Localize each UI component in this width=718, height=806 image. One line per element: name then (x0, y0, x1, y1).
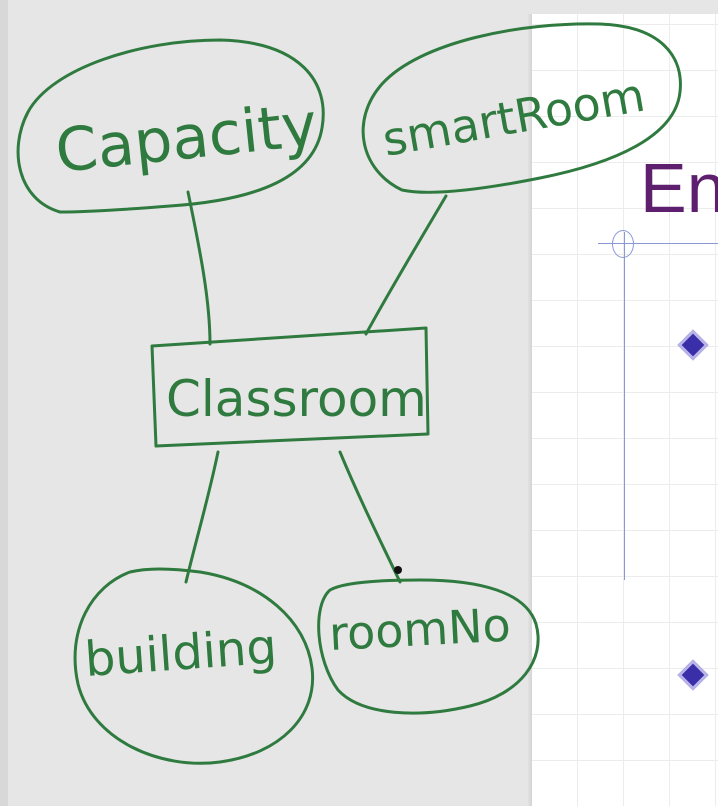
attribute-ellipse-capacity (16, 38, 325, 214)
pen-cursor (394, 566, 402, 574)
attribute-ellipse-building (73, 567, 315, 765)
background-slide (532, 14, 718, 806)
attribute-label-roomno: roomNo (328, 598, 512, 661)
vertical-guide-line (624, 232, 625, 580)
attribute-label-smartroom: smartRoom (379, 68, 649, 167)
connector-line (338, 450, 402, 584)
entity-rectangle-classroom (150, 326, 430, 448)
window-left-edge (0, 0, 8, 806)
attribute-label-building: building (83, 619, 279, 688)
slide-shadow (528, 14, 532, 806)
entity-label-classroom: Classroom (166, 370, 427, 428)
attribute-ellipse-smartroom (361, 22, 682, 194)
attribute-ellipse-roomno (317, 578, 540, 715)
attribute-label-capacity: Capacity (52, 90, 320, 187)
slide-title: En (640, 149, 718, 227)
connector-line (184, 450, 220, 584)
guide-handle[interactable] (612, 230, 634, 258)
connector-line (186, 190, 212, 346)
horizontal-guide-line (598, 243, 718, 244)
connector-line (364, 194, 448, 336)
